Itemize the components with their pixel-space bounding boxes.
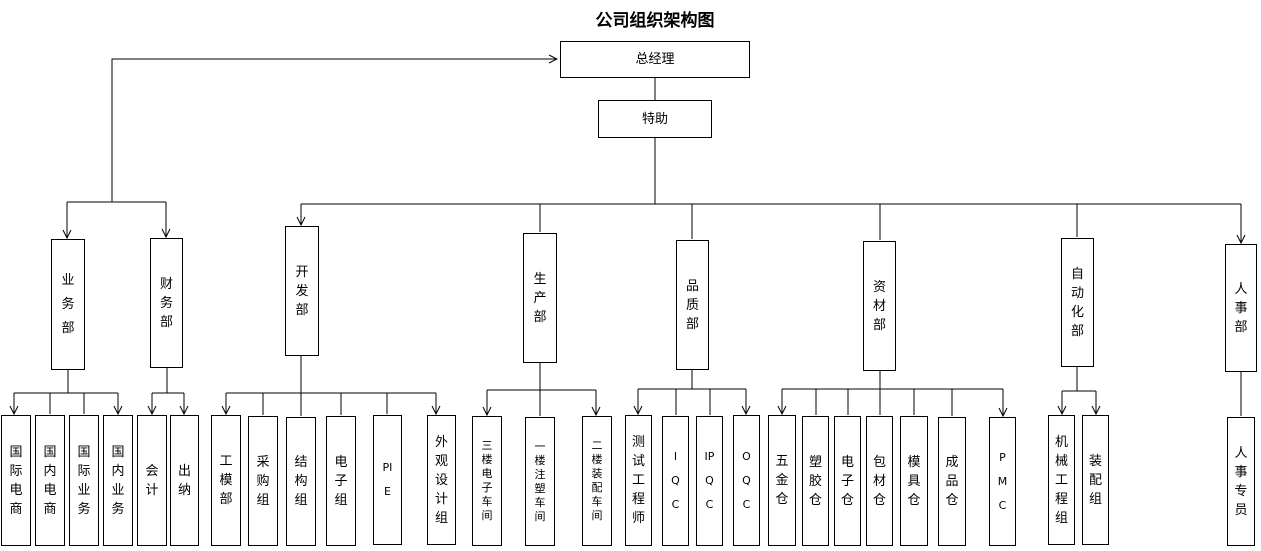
dept-dev-label: 开发部 — [295, 264, 309, 318]
unit-materials-4: 模具仓 — [900, 416, 928, 546]
unit-label: 一楼注塑车间 — [534, 439, 546, 523]
unit-finance-1: 出纳 — [170, 415, 199, 546]
unit-materials-6: PMC — [989, 417, 1016, 546]
assistant-box: 特助 — [598, 100, 712, 138]
dept-hr: 人事部 — [1225, 244, 1257, 372]
unit-production-2: 二楼装配车间 — [582, 416, 612, 546]
unit-label: 成品仓 — [945, 455, 959, 508]
dept-materials-label: 资材部 — [873, 279, 887, 333]
dept-hr-label: 人事部 — [1234, 281, 1248, 335]
unit-business-0: 国际电商 — [1, 415, 31, 546]
unit-label: 人事专员 — [1234, 445, 1248, 518]
dept-business: 业务部 — [51, 239, 85, 370]
gm-label: 总经理 — [635, 52, 675, 67]
dept-dev: 开发部 — [285, 226, 319, 356]
unit-automation-1: 装配组 — [1082, 415, 1109, 545]
unit-label: 外观设计组 — [435, 434, 449, 526]
unit-label: IPQC — [704, 450, 715, 511]
unit-label: OQC — [742, 449, 751, 511]
unit-business-2: 国际业务 — [69, 415, 99, 546]
dept-finance-label: 财务部 — [160, 276, 174, 330]
unit-dev-4: PIE — [373, 415, 402, 545]
gm-box: 总经理 — [560, 41, 750, 78]
unit-dev-3: 电子组 — [326, 416, 356, 546]
dept-business-label: 业务部 — [61, 272, 75, 336]
unit-label: 采购组 — [256, 454, 270, 508]
unit-label: 电子组 — [334, 454, 348, 508]
unit-label: 模具仓 — [907, 454, 921, 508]
unit-label: PIE — [382, 461, 393, 498]
dept-automation-label: 自动化部 — [1071, 266, 1085, 339]
unit-label: 塑胶仓 — [809, 454, 823, 508]
assistant-label: 特助 — [641, 111, 668, 127]
unit-dev-1: 采购组 — [248, 416, 278, 546]
dept-quality: 品质部 — [676, 240, 709, 370]
unit-automation-0: 机械工程组 — [1048, 415, 1075, 545]
unit-label: 会计 — [145, 463, 159, 498]
chart-title: 公司组织架构图 — [595, 11, 715, 31]
unit-quality-3: OQC — [733, 415, 760, 546]
unit-label: 工模部 — [219, 454, 233, 507]
dept-materials: 资材部 — [863, 241, 896, 371]
unit-materials-1: 塑胶仓 — [802, 416, 829, 546]
unit-label: 出纳 — [178, 463, 192, 498]
dept-production-label: 生产部 — [533, 271, 547, 325]
unit-business-1: 国内电商 — [35, 415, 65, 546]
unit-label: 装配组 — [1089, 453, 1103, 507]
dept-quality-label: 品质部 — [686, 278, 700, 332]
unit-materials-0: 五金仓 — [768, 415, 796, 546]
dept-finance: 财务部 — [150, 238, 183, 368]
unit-finance-0: 会计 — [137, 415, 167, 546]
dept-production: 生产部 — [523, 233, 557, 363]
unit-label: 二楼装配车间 — [591, 439, 603, 522]
unit-label: 电子仓 — [841, 454, 855, 508]
unit-quality-2: IPQC — [696, 416, 723, 546]
unit-label: 国际电商 — [9, 444, 23, 517]
unit-label: 测试工程师 — [632, 435, 646, 526]
unit-label: PMC — [997, 450, 1008, 512]
unit-materials-2: 电子仓 — [834, 416, 861, 546]
unit-label: 三楼电子车间 — [481, 439, 493, 522]
dept-automation: 自动化部 — [1061, 238, 1094, 367]
unit-materials-5: 成品仓 — [938, 417, 966, 546]
unit-production-0: 三楼电子车间 — [472, 416, 502, 546]
unit-production-1: 一楼注塑车间 — [525, 417, 555, 546]
unit-hr-0: 人事专员 — [1227, 417, 1255, 546]
unit-label: 机械工程组 — [1055, 434, 1069, 526]
unit-dev-5: 外观设计组 — [427, 415, 456, 545]
unit-label: 国际业务 — [77, 444, 91, 517]
unit-label: 五金仓 — [775, 454, 789, 507]
unit-label: IQC — [671, 450, 680, 511]
unit-dev-0: 工模部 — [211, 415, 241, 546]
unit-dev-2: 结构组 — [286, 417, 316, 546]
unit-business-3: 国内业务 — [103, 415, 133, 546]
unit-materials-3: 包材仓 — [866, 416, 893, 546]
unit-label: 国内电商 — [43, 444, 57, 517]
unit-label: 国内业务 — [111, 444, 125, 517]
unit-label: 结构组 — [294, 455, 308, 508]
unit-quality-0: 测试工程师 — [625, 415, 652, 546]
unit-quality-1: IQC — [662, 416, 689, 546]
unit-label: 包材仓 — [873, 454, 887, 508]
